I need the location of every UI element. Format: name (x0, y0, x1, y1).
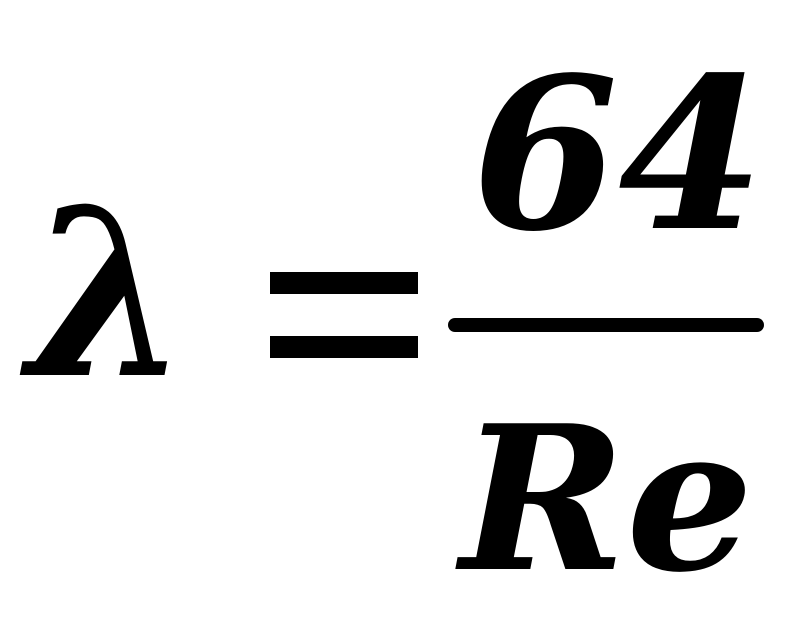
equals-bar-top (270, 272, 418, 294)
fraction-bar (448, 318, 764, 332)
lambda-symbol: λ (28, 157, 191, 430)
fraction-numerator: 64 (472, 31, 765, 278)
fraction-denominator: Re (460, 382, 754, 617)
equals-bar-bottom (270, 336, 418, 358)
